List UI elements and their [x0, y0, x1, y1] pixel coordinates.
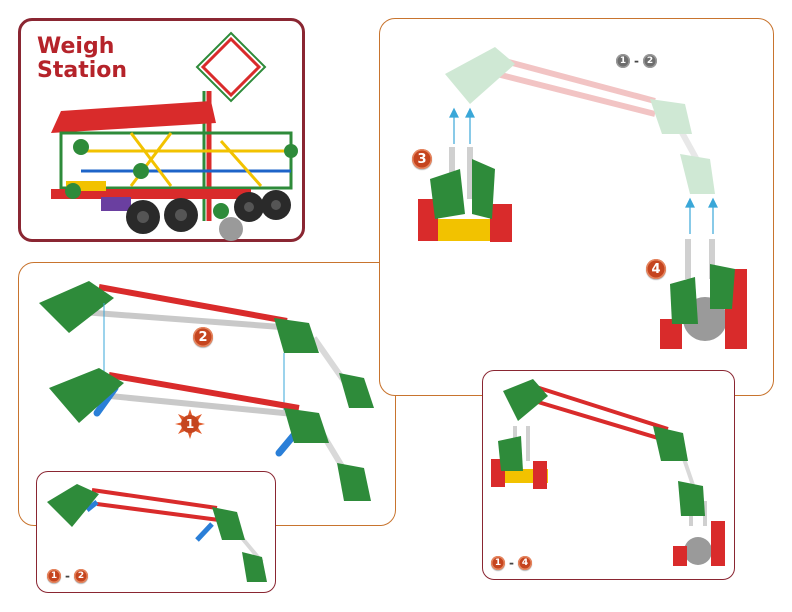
step-4-number: 4: [651, 261, 661, 277]
range-grey-to-badge: 2: [642, 54, 657, 68]
range-1-4-to-number: 4: [521, 558, 529, 568]
step-range-1-2: 1 - 2: [47, 569, 88, 583]
weigh-station-illustration: [51, 31, 298, 241]
step-1-2-result-illustration: [47, 484, 267, 582]
range-grey-sep: -: [634, 54, 639, 68]
step-1-4-result-panel: 1 - 4: [482, 370, 735, 580]
step-2-badge: 2: [193, 327, 213, 347]
range-1-4-from-number: 1: [494, 558, 502, 568]
step-1-4-result-illustration: [491, 379, 725, 566]
range-grey-from-badge: 1: [616, 54, 630, 68]
range-to-badge: 2: [73, 569, 88, 583]
range-1-4-from-badge: 1: [491, 556, 505, 570]
diamond-sign: [195, 31, 267, 103]
range-to-number: 2: [77, 571, 85, 581]
step-range-1-2-grey: 1 - 2: [616, 54, 657, 68]
range-1-4-sep: -: [509, 556, 514, 570]
roof: [51, 101, 216, 133]
title-line1: Weigh: [37, 34, 115, 59]
step-3-4-illustration: [418, 47, 747, 349]
step-range-1-4: 1 - 4: [491, 556, 532, 570]
step-1-2-illustration: [39, 281, 374, 501]
range-sep: -: [65, 569, 70, 583]
step-4-badge: 4: [646, 259, 666, 279]
step-3-badge: 3: [412, 149, 432, 169]
range-1-4-to-badge: 4: [517, 556, 532, 570]
model-title: Weigh Station: [37, 35, 127, 83]
step-3-4-panel: 3 4 1 - 2: [379, 18, 774, 396]
range-from-number: 1: [50, 571, 58, 581]
step-1-2-result-panel: 1 - 2: [36, 471, 276, 593]
step-1-number: 1: [185, 417, 195, 431]
step-1-badge: 1: [175, 409, 205, 439]
range-from-badge: 1: [47, 569, 61, 583]
model-panel: Weigh Station: [18, 18, 305, 242]
range-grey-to-number: 2: [646, 56, 654, 66]
range-grey-from-number: 1: [619, 56, 627, 66]
step-3-number: 3: [417, 151, 427, 167]
step-2-number: 2: [198, 329, 208, 345]
title-line2: Station: [37, 58, 128, 83]
